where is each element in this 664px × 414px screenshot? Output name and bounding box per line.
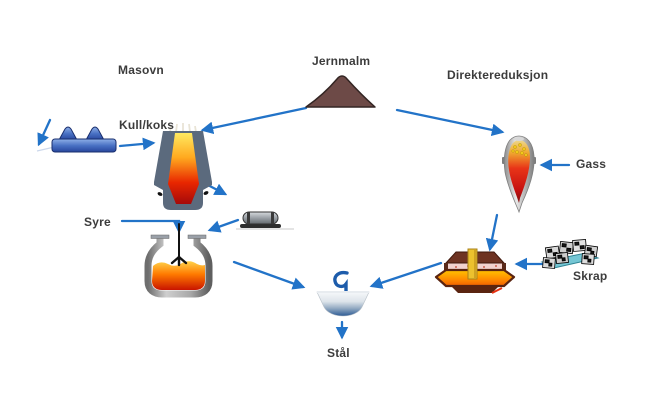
torpedo-car-icon xyxy=(240,211,281,228)
arrow-feed-in xyxy=(37,118,52,147)
label-direktereduksjon: Direktereduksjon xyxy=(447,68,549,82)
arrow-ore-to-masovn xyxy=(200,106,308,135)
scrap-pile-icon xyxy=(540,238,600,269)
sinter-machine-icon xyxy=(51,126,117,153)
electric-arc-furnace-icon xyxy=(434,248,516,294)
label-jernmalm: Jernmalm xyxy=(312,54,371,68)
label-gass: Gass xyxy=(576,157,607,171)
arrow-syre-to-converter xyxy=(120,219,186,234)
arrow-torpedo-to-converter xyxy=(207,218,240,233)
label-staal: Stål xyxy=(327,346,350,360)
iron-ore-pile-icon xyxy=(305,75,376,108)
arrow-dr-to-arcfurnace xyxy=(485,213,499,252)
label-skrap: Skrap xyxy=(573,269,608,283)
flow-arrows xyxy=(37,106,571,340)
label-syre: Syre xyxy=(84,215,111,229)
blast-furnace-icon xyxy=(154,123,212,210)
arrow-arcfurnace-to-ladle xyxy=(369,261,443,289)
direct-reduction-vessel-icon xyxy=(502,135,536,214)
steel-ladle-icon xyxy=(316,270,370,317)
oxygen-converter-icon xyxy=(144,223,213,298)
arrow-sinter-to-masovn xyxy=(118,137,156,151)
label-masovn: Masovn xyxy=(118,63,164,77)
label-kull-koks: Kull/koks xyxy=(119,118,175,132)
arrow-ore-to-dr xyxy=(395,108,505,137)
arrow-converter-to-ladle xyxy=(232,260,306,290)
